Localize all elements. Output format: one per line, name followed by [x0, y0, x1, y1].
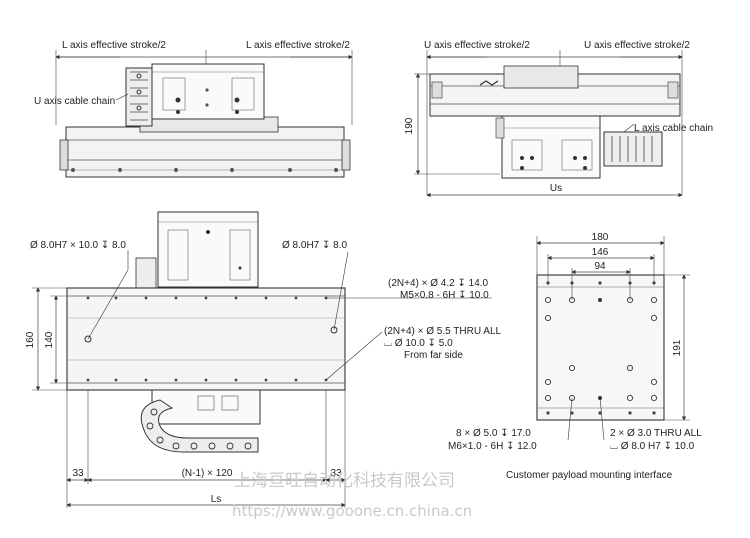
dim-146: 146	[592, 247, 609, 258]
caption-payload-interface: Customer payload mounting interface	[506, 470, 673, 481]
top-left-view: L axis effective stroke/2 L axis effecti…	[34, 40, 353, 178]
callout-holes-a-line2: M5×0.8 - 6H ↧ 10.0	[400, 290, 489, 301]
dim-140: 140	[44, 331, 55, 348]
callout-holes-a-line1: (2N+4) × Ø 4.2 ↧ 14.0	[388, 278, 489, 289]
dim-191: 191	[672, 339, 683, 356]
dim-190: 190	[404, 117, 415, 134]
callout-holes-c-line2: M6×1.0 - 6H ↧ 12.0	[448, 441, 537, 452]
watermark-url: https://www.gooone.cn.china.cn	[232, 502, 472, 520]
payload-plate-view: 180 146 94 191 8 × Ø 5.0 ↧ 17.0 M6×1.0 -…	[448, 232, 702, 481]
dim-180: 180	[592, 232, 609, 243]
dim-33-right: 33	[330, 468, 342, 479]
label-u-stroke-right: U axis effective stroke/2	[584, 40, 690, 51]
label-l-stroke-right: L axis effective stroke/2	[246, 40, 350, 51]
callout-holes-d-line2: ⌴ Ø 8.0 H7 ↧ 10.0	[610, 441, 695, 452]
label-u-stroke-left: U axis effective stroke/2	[424, 40, 530, 51]
callout-holes-d-line1: 2 × Ø 3.0 THRU ALL	[610, 428, 702, 439]
label-u-cable-chain: U axis cable chain	[34, 96, 115, 107]
bottom-left-view: Ø 8.0H7 × 10.0 ↧ 8.0 Ø 8.0H7 ↧ 8.0 (2N+4…	[25, 211, 502, 508]
callout-holes-b-line1: (2N+4) × Ø 5.5 THRU ALL	[384, 326, 502, 337]
dim-33-left: 33	[72, 468, 84, 479]
top-right-view: U axis effective stroke/2 U axis effecti…	[404, 40, 713, 198]
callout-hole-right: Ø 8.0H7 ↧ 8.0	[282, 240, 348, 251]
callout-holes-b-line2: ⌴ Ø 10.0 ↧ 5.0	[384, 338, 453, 349]
dim-ls: Ls	[211, 494, 222, 505]
dim-pitch: (N-1) × 120	[182, 468, 233, 479]
callout-holes-c-line1: 8 × Ø 5.0 ↧ 17.0	[456, 428, 531, 439]
label-l-stroke-left: L axis effective stroke/2	[62, 40, 166, 51]
callout-holes-b-line3: From far side	[404, 350, 463, 361]
callout-hole-left: Ø 8.0H7 × 10.0 ↧ 8.0	[30, 240, 126, 251]
label-l-cable-chain: L axis cable chain	[634, 123, 713, 134]
watermark-company: 上海亘旺自动化科技有限公司	[234, 471, 455, 491]
dim-94: 94	[594, 261, 606, 272]
dim-us: Us	[550, 183, 562, 194]
dim-160: 160	[25, 331, 36, 348]
